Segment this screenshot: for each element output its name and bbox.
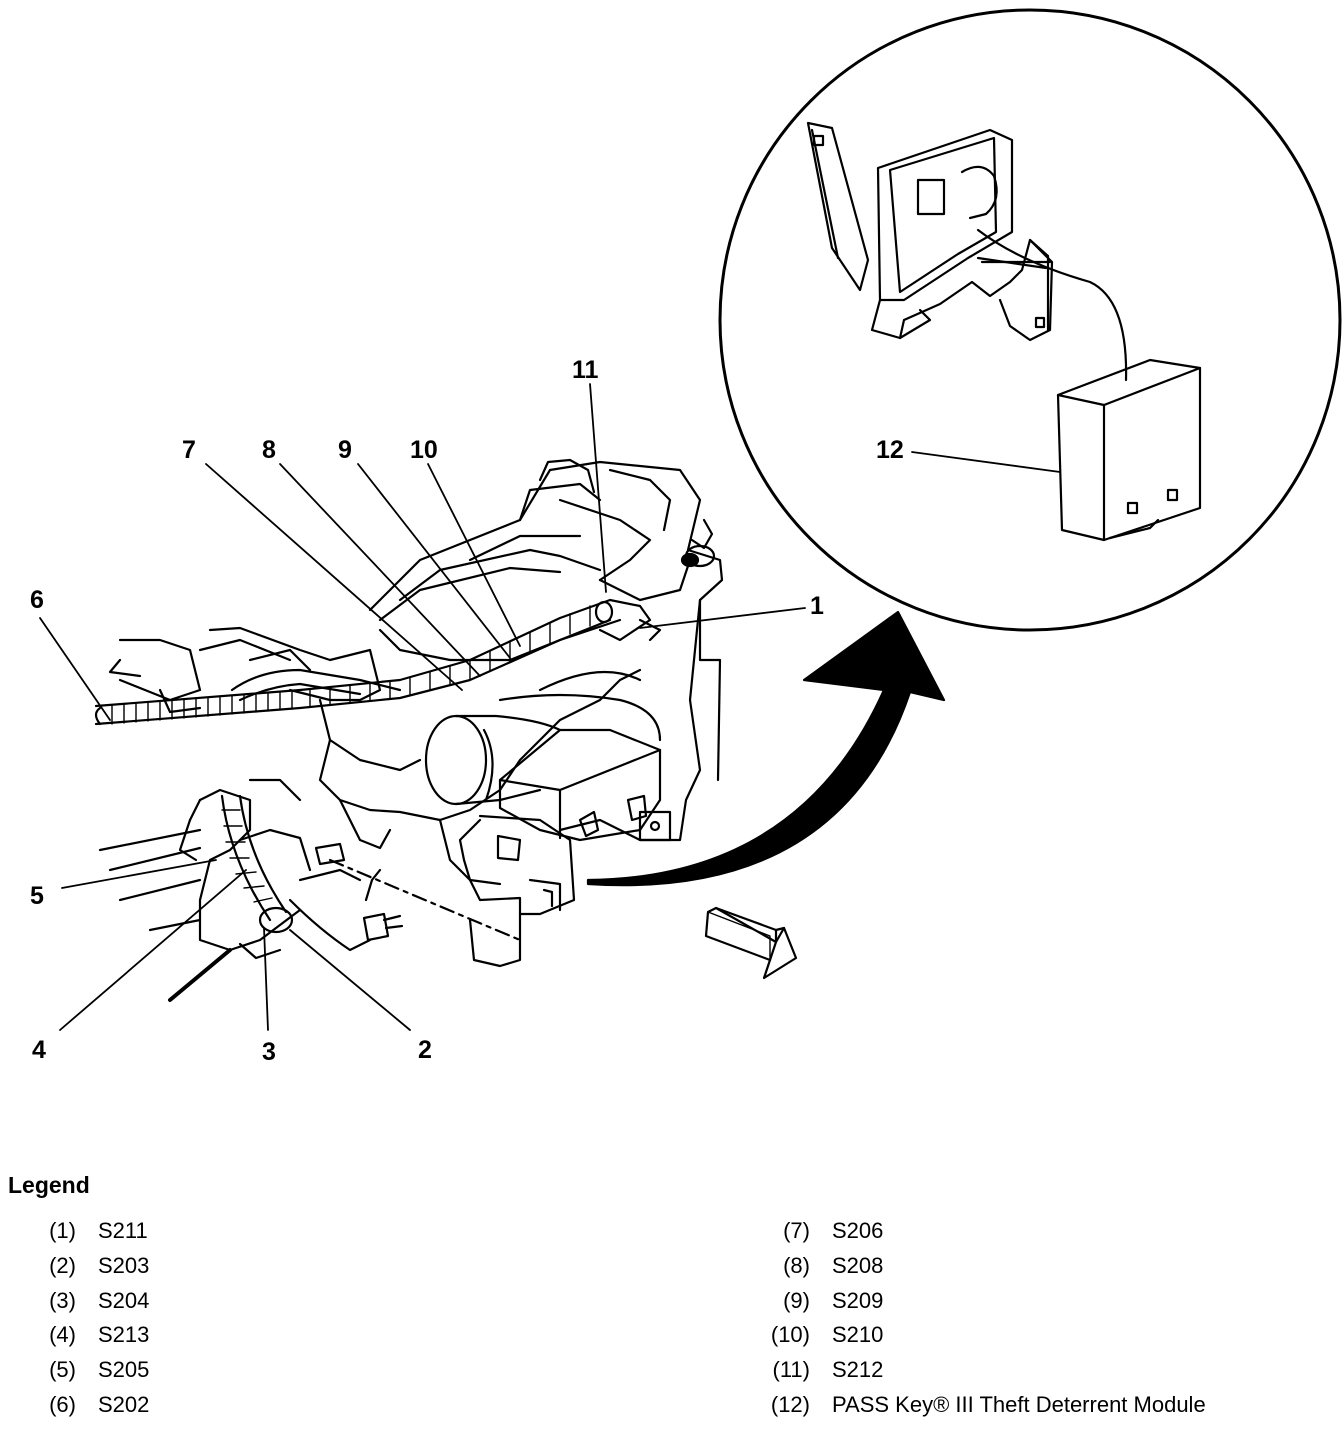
air-duct-outlet: [424, 714, 488, 806]
legend-item: (11) S212: [760, 1357, 1206, 1392]
callout-8: 8: [262, 436, 276, 464]
legend-item-number: (5): [49, 1357, 76, 1383]
legend-item-label: S203: [98, 1252, 150, 1278]
callout-11: 11: [572, 356, 599, 384]
legend-item: (8) S208: [760, 1253, 1206, 1288]
legend-item: (1) S211: [30, 1218, 149, 1253]
legend-item-label: S205: [98, 1357, 150, 1383]
legend-item-label: S209: [832, 1287, 884, 1313]
legend-column-right: (7) S206 (8) S208 (9) S209 (10) S210 (11) S21…: [760, 1218, 1206, 1427]
legend-item-label: PASS Key® III Theft Deterrent Module: [832, 1391, 1206, 1417]
legend-item: (2) S203: [30, 1253, 149, 1288]
legend-item-label: S206: [832, 1218, 884, 1243]
legend-item-number: (11): [772, 1357, 811, 1383]
legend-item: (7) S206: [760, 1218, 1206, 1253]
callout-6: 6: [30, 586, 44, 614]
legend-item-label: S202: [98, 1391, 150, 1417]
legend-item: (6) S202: [30, 1392, 149, 1427]
legend-item-number: (10): [770, 1322, 810, 1348]
theft-deterrent-module: [1056, 358, 1202, 542]
legend-item-label: S204: [98, 1287, 150, 1313]
module-mounting-bracket: [806, 121, 1054, 342]
wiring-harness: [94, 598, 662, 934]
callout-7: 7: [182, 436, 196, 464]
legend-item: (5) S205: [30, 1357, 149, 1392]
legend-item-number: (2): [49, 1252, 76, 1278]
legend-item-number: (3): [49, 1287, 76, 1313]
callout-leaders: [39, 383, 1061, 1031]
legend-item-number: (9): [783, 1287, 810, 1313]
callout-2: 2: [418, 1036, 432, 1064]
legend-item-label: S211: [98, 1218, 148, 1243]
legend-item-number: (7): [783, 1218, 810, 1243]
legend-item-label: S213: [98, 1322, 150, 1348]
legend-item: (3) S204: [30, 1288, 149, 1323]
legend-item: (9) S209: [760, 1288, 1206, 1323]
wiring-harness-diagram: 1 2 3 4 5 6 7 8 9 10 11 12: [30, 8, 1342, 1066]
legend-item-label: S210: [832, 1322, 884, 1348]
callout-10: 10: [410, 436, 438, 464]
callout-3: 3: [262, 1038, 276, 1066]
forward-direction-arrow: [704, 906, 798, 980]
callout-1: 1: [810, 592, 824, 620]
legend-item-number: (12): [770, 1391, 810, 1417]
legend: Legend (1) S211 (2) S203 (3) S204 (4) S213 (…: [0, 1160, 1344, 1430]
module-lead-wire: [976, 228, 1128, 382]
legend-item-number: (6): [49, 1391, 76, 1417]
legend-item-number: (1): [49, 1218, 76, 1243]
callout-numbers: 1 2 3 4 5 6 7 8 9 10 11 12: [30, 356, 904, 1066]
detail-arrow: [586, 610, 946, 887]
legend-item-number: (8): [783, 1252, 810, 1278]
legend-item: (4) S213: [30, 1322, 149, 1357]
callout-9: 9: [338, 436, 352, 464]
callout-5: 5: [30, 882, 44, 910]
callout-4: 4: [32, 1036, 46, 1064]
legend-item-number: (4): [49, 1322, 76, 1348]
detail-view-circle: [718, 8, 1342, 632]
callout-12: 12: [876, 436, 904, 464]
legend-column-left: (1)S211 (2)S203 (3)S204 (4)S213 (5)S205 …: [30, 1218, 149, 1427]
legend-item: (10) S210: [760, 1322, 1206, 1357]
legend-title: Legend: [8, 1172, 90, 1198]
instrument-panel-assembly: [98, 458, 724, 1002]
legend-item-label: S212: [832, 1357, 884, 1383]
legend-item-label: S208: [832, 1252, 884, 1278]
legend-item: (12) PASS Key® III Theft Deterrent Module: [760, 1392, 1206, 1427]
